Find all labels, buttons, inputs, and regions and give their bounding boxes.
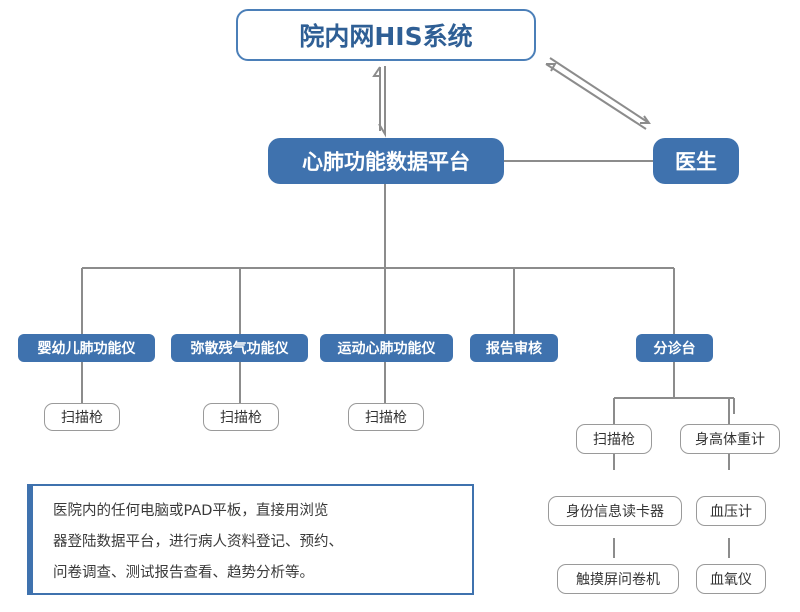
doctor-node: 医生 [653,138,739,184]
id-card-reader-node: 身份信息读卡器 [548,496,682,526]
dept-diffusion-residual: 弥散残气功能仪 [171,334,308,362]
triage-scanner-node: 扫描枪 [576,424,652,454]
note-line: 问卷调查、测试报告查看、趋势分析等。 [53,565,314,581]
dept-report-review: 报告审核 [470,334,558,362]
dept-exercise-cardiopulmonary: 运动心肺功能仪 [320,334,453,362]
description-note: 医院内的任何电脑或PAD平板，直接用浏览 器登陆数据平台，进行病人资料登记、预约… [27,484,474,595]
touchscreen-questionnaire-node: 触摸屏问卷机 [557,564,679,594]
note-line: 器登陆数据平台，进行病人资料登记、预约、 [53,534,343,550]
his-doctor-line-1 [549,57,650,124]
scanner-node: 扫描枪 [348,403,424,431]
oximeter-node: 血氧仪 [696,564,766,594]
blood-pressure-meter-node: 血压计 [696,496,766,526]
scanner-node: 扫描枪 [203,403,279,431]
his-system-node: 院内网HIS系统 [236,9,536,61]
dept-infant-lung-function: 婴幼儿肺功能仪 [18,334,155,362]
height-weight-scale-node: 身高体重计 [680,424,780,454]
his-doctor-arrow-2 [546,63,557,72]
scanner-node: 扫描枪 [44,403,120,431]
dept-triage: 分诊台 [636,334,713,362]
his-doctor-line-2 [545,63,647,130]
his-platform-arrow-up [372,66,381,77]
data-platform-node: 心肺功能数据平台 [268,138,504,184]
his-doctor-arrow-1 [640,115,651,124]
note-line: 医院内的任何电脑或PAD平板，直接用浏览 [53,503,329,519]
